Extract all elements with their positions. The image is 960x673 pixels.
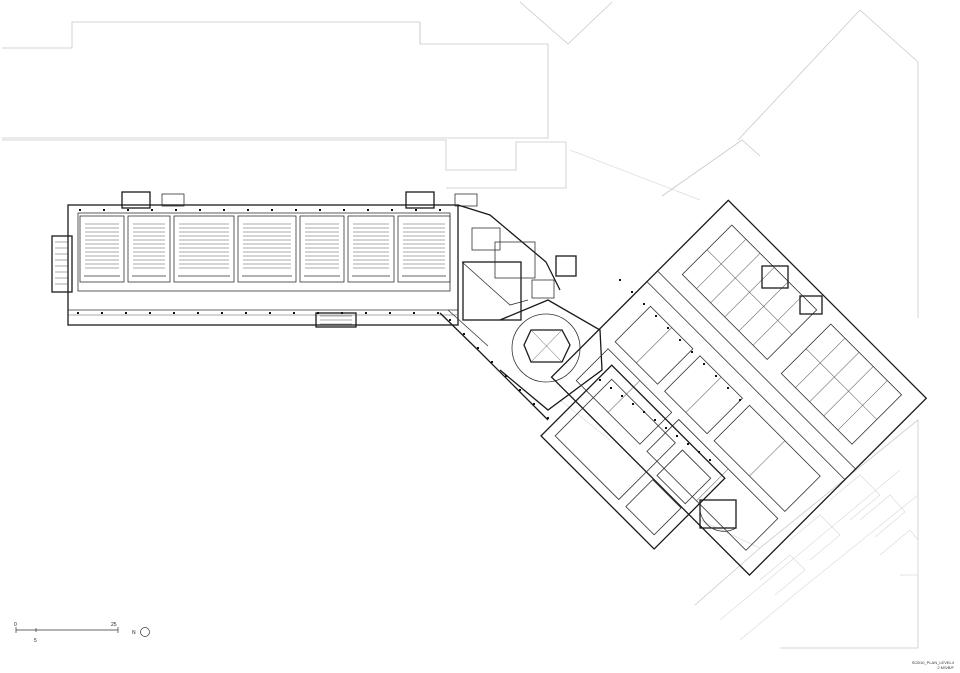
scale-label-mid: 5 [34,638,37,644]
column [477,347,479,349]
column [389,312,391,314]
column [367,209,369,211]
column [295,209,297,211]
column [691,351,693,353]
east-complex [550,199,928,576]
column [676,435,678,437]
column [655,315,657,317]
stair-tower-ne [761,265,789,289]
lecture-hall [237,215,297,283]
column [197,312,199,314]
north-label: N [132,630,136,636]
structural-columns [77,209,741,461]
column [413,312,415,314]
lecture-halls [79,215,451,283]
column [245,312,247,314]
column [654,419,656,421]
column [679,339,681,341]
scale-label-end: 25 [111,622,117,628]
column [463,333,465,335]
entrance-drum [699,499,737,529]
column [223,209,225,211]
lecture-hall [397,215,451,283]
west-wing [51,191,478,328]
column [667,327,669,329]
column [103,209,105,211]
stair-tower-e [799,295,823,315]
column [491,361,493,363]
column [199,209,201,211]
column [727,387,729,389]
column [391,209,393,211]
column [632,403,634,405]
scale-label-start: 0 [14,622,17,628]
lecture-hall [127,215,171,283]
column [319,209,321,211]
west-stair [55,241,69,285]
column [665,427,667,429]
column [643,411,645,413]
column [77,312,79,314]
column [621,395,623,397]
lecture-hall [173,215,235,283]
column [125,312,127,314]
column [415,209,417,211]
column [149,312,151,314]
column [101,312,103,314]
column [739,399,741,401]
south-block [540,364,726,550]
column [127,209,129,211]
column [247,209,249,211]
column [698,451,700,453]
column [519,389,521,391]
column [449,319,451,321]
column [271,209,273,211]
column [317,312,319,314]
sheet-title: SCB10_PLAN_LEVEL4 [912,660,955,665]
central-atrium [499,299,603,411]
column [79,209,81,211]
context-buildings [2,1,919,649]
column [687,443,689,445]
column [293,312,295,314]
column [709,459,711,461]
stair-tower-nw [555,255,577,277]
column [643,303,645,305]
column [505,375,507,377]
column [437,312,439,314]
lecture-hall [347,215,395,283]
column [631,291,633,293]
column [610,387,612,389]
column [619,279,621,281]
column [715,375,717,377]
column [221,312,223,314]
column [343,209,345,211]
column [173,312,175,314]
column [175,209,177,211]
column [547,417,549,419]
north-arrow: N [132,627,150,637]
lecture-hall [79,215,125,283]
column [533,403,535,405]
column [269,312,271,314]
entrance-curve [699,509,737,532]
column [365,312,367,314]
lecture-hall [299,215,345,283]
sheet-subtitle: 2 MS/B/F [937,665,954,670]
column [703,363,705,365]
column [439,209,441,211]
column [599,379,601,381]
scale-bar: 0 5 25 [14,622,119,644]
column [341,312,343,314]
diagonal-connector [439,204,561,421]
column [151,209,153,211]
north-arrow-icon [140,627,150,637]
